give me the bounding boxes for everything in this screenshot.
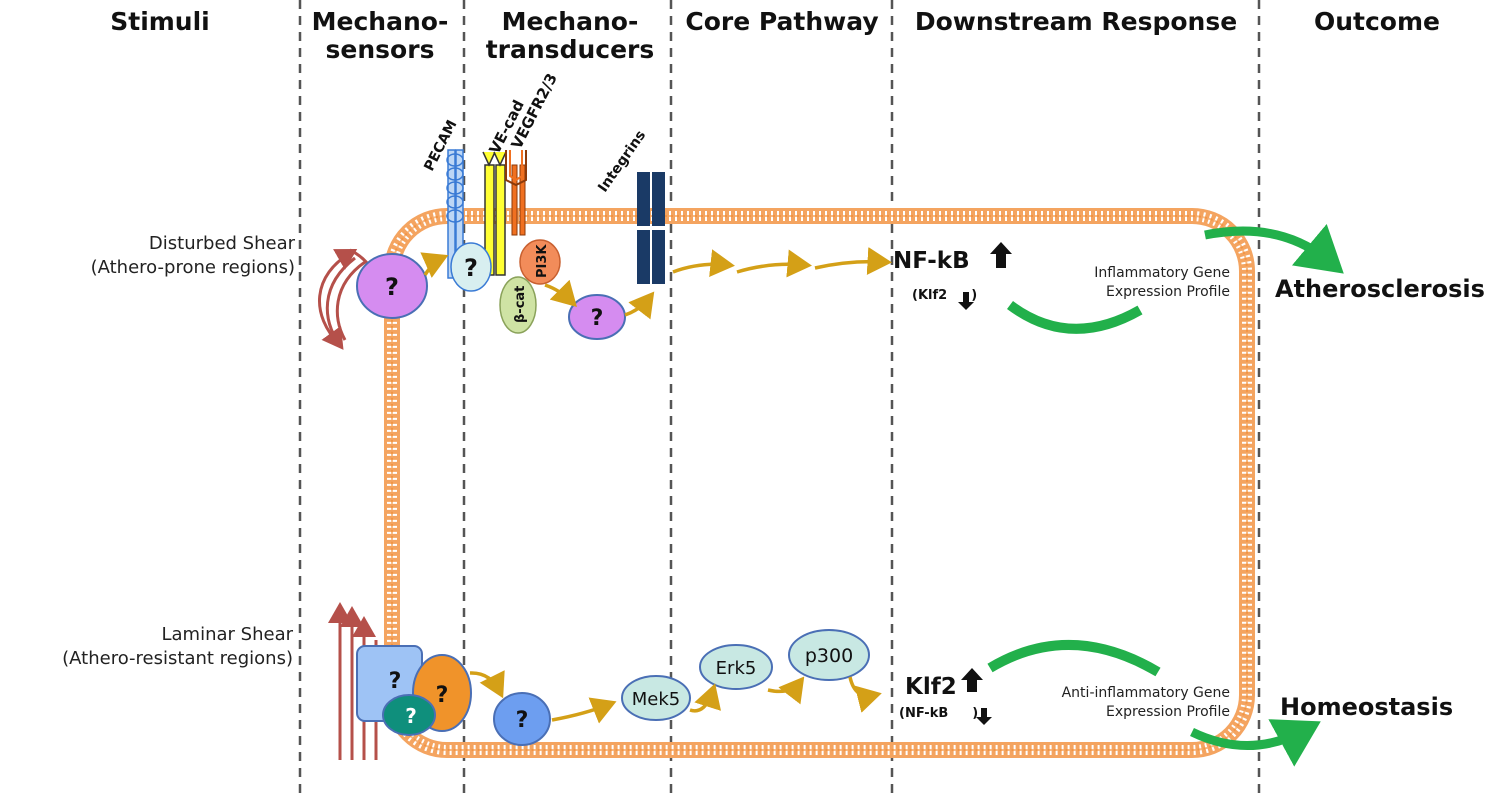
unknown-label-1: ? bbox=[385, 273, 399, 301]
erk5-protein bbox=[699, 644, 773, 690]
green-feedback-arrows bbox=[987, 223, 1344, 767]
cell-membrane bbox=[384, 208, 1255, 758]
header-mechanotransducers: Mechano- transducers bbox=[470, 8, 670, 64]
klf2-label: Klf2 bbox=[905, 674, 957, 700]
beta-catenin-protein bbox=[499, 276, 537, 334]
column-dividers bbox=[298, 0, 1261, 794]
disturbed-shear-region: (Athero-prone regions) bbox=[90, 257, 295, 278]
mek5-label: Mek5 bbox=[632, 689, 680, 710]
klf2-sub-label: (NF-kB) bbox=[899, 706, 978, 721]
p300-protein bbox=[788, 629, 870, 681]
signaling-arrows bbox=[420, 247, 892, 724]
unknown-pecam-associated bbox=[450, 242, 492, 292]
klf2-sub-prefix: (NF-kB bbox=[899, 706, 949, 721]
header-mechanosensors: Mechano- sensors bbox=[300, 8, 460, 64]
unknown-label-3: ? bbox=[591, 306, 604, 331]
atherosclerosis-label: Atherosclerosis bbox=[1275, 275, 1485, 303]
header-outcome: Outcome bbox=[1313, 7, 1440, 36]
anti-inflammatory-profile-line1: Anti-inflammatory Gene bbox=[1061, 685, 1230, 701]
header-mechanosensors-line1: Mechano- bbox=[311, 7, 449, 36]
laminar-shear-title: Laminar Shear bbox=[161, 624, 294, 645]
header-mechanotransducers-line2: transducers bbox=[485, 35, 655, 64]
header-mechanosensors-line2: sensors bbox=[325, 35, 435, 64]
anti-inflammatory-profile-label: Anti-inflammatory Gene Expression Profil… bbox=[1010, 684, 1230, 722]
inflammatory-profile-label: Inflammatory Gene Expression Profile bbox=[1040, 264, 1230, 302]
p300-label: p300 bbox=[805, 645, 853, 667]
pi3k-protein bbox=[519, 239, 561, 285]
anti-inflammatory-feedback-arrow bbox=[987, 640, 1161, 677]
unknown-label-7: ? bbox=[516, 708, 529, 733]
disturbed-shear-title: Disturbed Shear bbox=[148, 233, 295, 254]
homeostasis-label: Homeostasis bbox=[1280, 693, 1454, 721]
to-atherosclerosis-arrow bbox=[1204, 223, 1344, 274]
nfkb-sub-label: (Klf2) bbox=[912, 288, 977, 303]
nfkb-label: NF-kB bbox=[893, 248, 970, 274]
unknown-label-5: ? bbox=[436, 683, 449, 708]
inflammatory-feedback-arrow bbox=[1007, 300, 1143, 334]
klf2-up-arrow bbox=[961, 668, 983, 692]
unknown-label-4: ? bbox=[389, 669, 402, 694]
nfkb-up-arrow bbox=[990, 242, 1012, 268]
header-stimuli: Stimuli bbox=[110, 7, 210, 36]
inflammatory-profile-line1: Inflammatory Gene bbox=[1094, 265, 1230, 281]
to-homeostasis-arrow bbox=[1190, 719, 1321, 767]
unknown-label-2: ? bbox=[464, 254, 478, 282]
disturbed-shear-label: Disturbed Shear (Athero-prone regions) bbox=[80, 232, 295, 280]
integrins-receptor bbox=[636, 172, 666, 284]
unknown-label-6: ? bbox=[405, 704, 417, 728]
anti-inflammatory-profile-line2: Expression Profile bbox=[1106, 704, 1230, 720]
mek5-protein bbox=[621, 675, 691, 721]
nfkb-sub-suffix: ) bbox=[971, 288, 978, 303]
beta-catenin-label: β-cat bbox=[513, 286, 528, 323]
unknown-transducer-disturbed bbox=[568, 294, 626, 340]
unknown-teal-laminar bbox=[382, 694, 436, 736]
nfkb-sub-prefix: (Klf2 bbox=[912, 288, 948, 303]
vegfr-receptor bbox=[505, 150, 527, 236]
pi3k-label: PI3K bbox=[535, 244, 550, 278]
laminar-shear-region: (Athero-resistant regions) bbox=[62, 648, 293, 669]
header-downstream-response: Downstream Response bbox=[914, 7, 1238, 36]
unknown-mechanosensor-disturbed bbox=[356, 253, 428, 319]
ve-cadherin-receptor bbox=[482, 151, 507, 276]
header-core-pathway: Core Pathway bbox=[685, 7, 879, 36]
unknown-labels: ? ? ? ? ? ? ? bbox=[385, 254, 603, 733]
inflammatory-profile-line2: Expression Profile bbox=[1106, 284, 1230, 300]
core-pathway-labels: Mek5 Erk5 p300 bbox=[632, 645, 853, 710]
klf2-down-arrow-disturbed bbox=[958, 292, 974, 310]
laminar-shear-label: Laminar Shear (Athero-resistant regions) bbox=[0, 623, 293, 671]
header-mechanotransducers-line1: Mechano- bbox=[501, 7, 639, 36]
regulation-arrows bbox=[958, 242, 1012, 725]
unknown-blue-laminar bbox=[493, 692, 551, 746]
klf2-sub-suffix: ) bbox=[972, 706, 979, 721]
erk5-label: Erk5 bbox=[716, 658, 757, 679]
nfkb-down-arrow-laminar bbox=[976, 708, 992, 725]
